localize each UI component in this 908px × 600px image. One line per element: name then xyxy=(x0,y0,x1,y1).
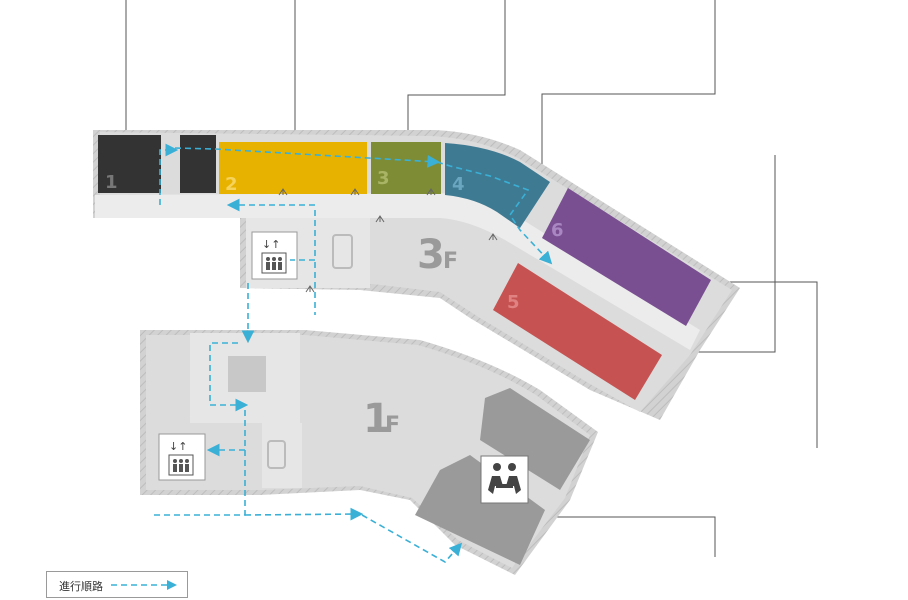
door-icon xyxy=(278,188,498,293)
leader-lines xyxy=(125,0,818,557)
legend-label: 進行順路 xyxy=(59,580,103,593)
route-path xyxy=(150,143,553,564)
lounge-seating-icon xyxy=(480,455,529,504)
room-number-3: 3 xyxy=(377,168,390,189)
room-5 xyxy=(493,263,662,400)
room-4 xyxy=(445,143,550,228)
svg-text:F: F xyxy=(443,249,458,274)
svg-text:F: F xyxy=(385,413,400,438)
svg-text:↓↑: ↓↑ xyxy=(262,238,280,251)
room-number-4: 4 xyxy=(452,174,465,195)
elevator-icon: ↓↑ xyxy=(251,231,298,280)
legend-route-sample xyxy=(111,580,177,590)
svg-text:↓↑: ↓↑ xyxy=(169,440,187,453)
room-3 xyxy=(371,142,441,194)
room-number-5: 5 xyxy=(507,292,520,313)
svg-text:3: 3 xyxy=(417,232,445,278)
route-legend: 進行順路 xyxy=(46,571,188,598)
floor-label-3f: 3 F xyxy=(417,232,458,278)
svg-text:1: 1 xyxy=(363,396,391,442)
room-number-2: 2 xyxy=(225,174,238,195)
room-2 xyxy=(219,142,367,194)
room-6 xyxy=(542,188,711,326)
room-number-1: 1 xyxy=(105,172,118,193)
elevator-icon: ↓↑ xyxy=(158,433,206,481)
floor-label-1f: 1 F xyxy=(363,396,400,442)
room-1 xyxy=(98,135,216,193)
floor-1f-plan xyxy=(140,330,598,575)
room-number-6: 6 xyxy=(551,220,564,241)
